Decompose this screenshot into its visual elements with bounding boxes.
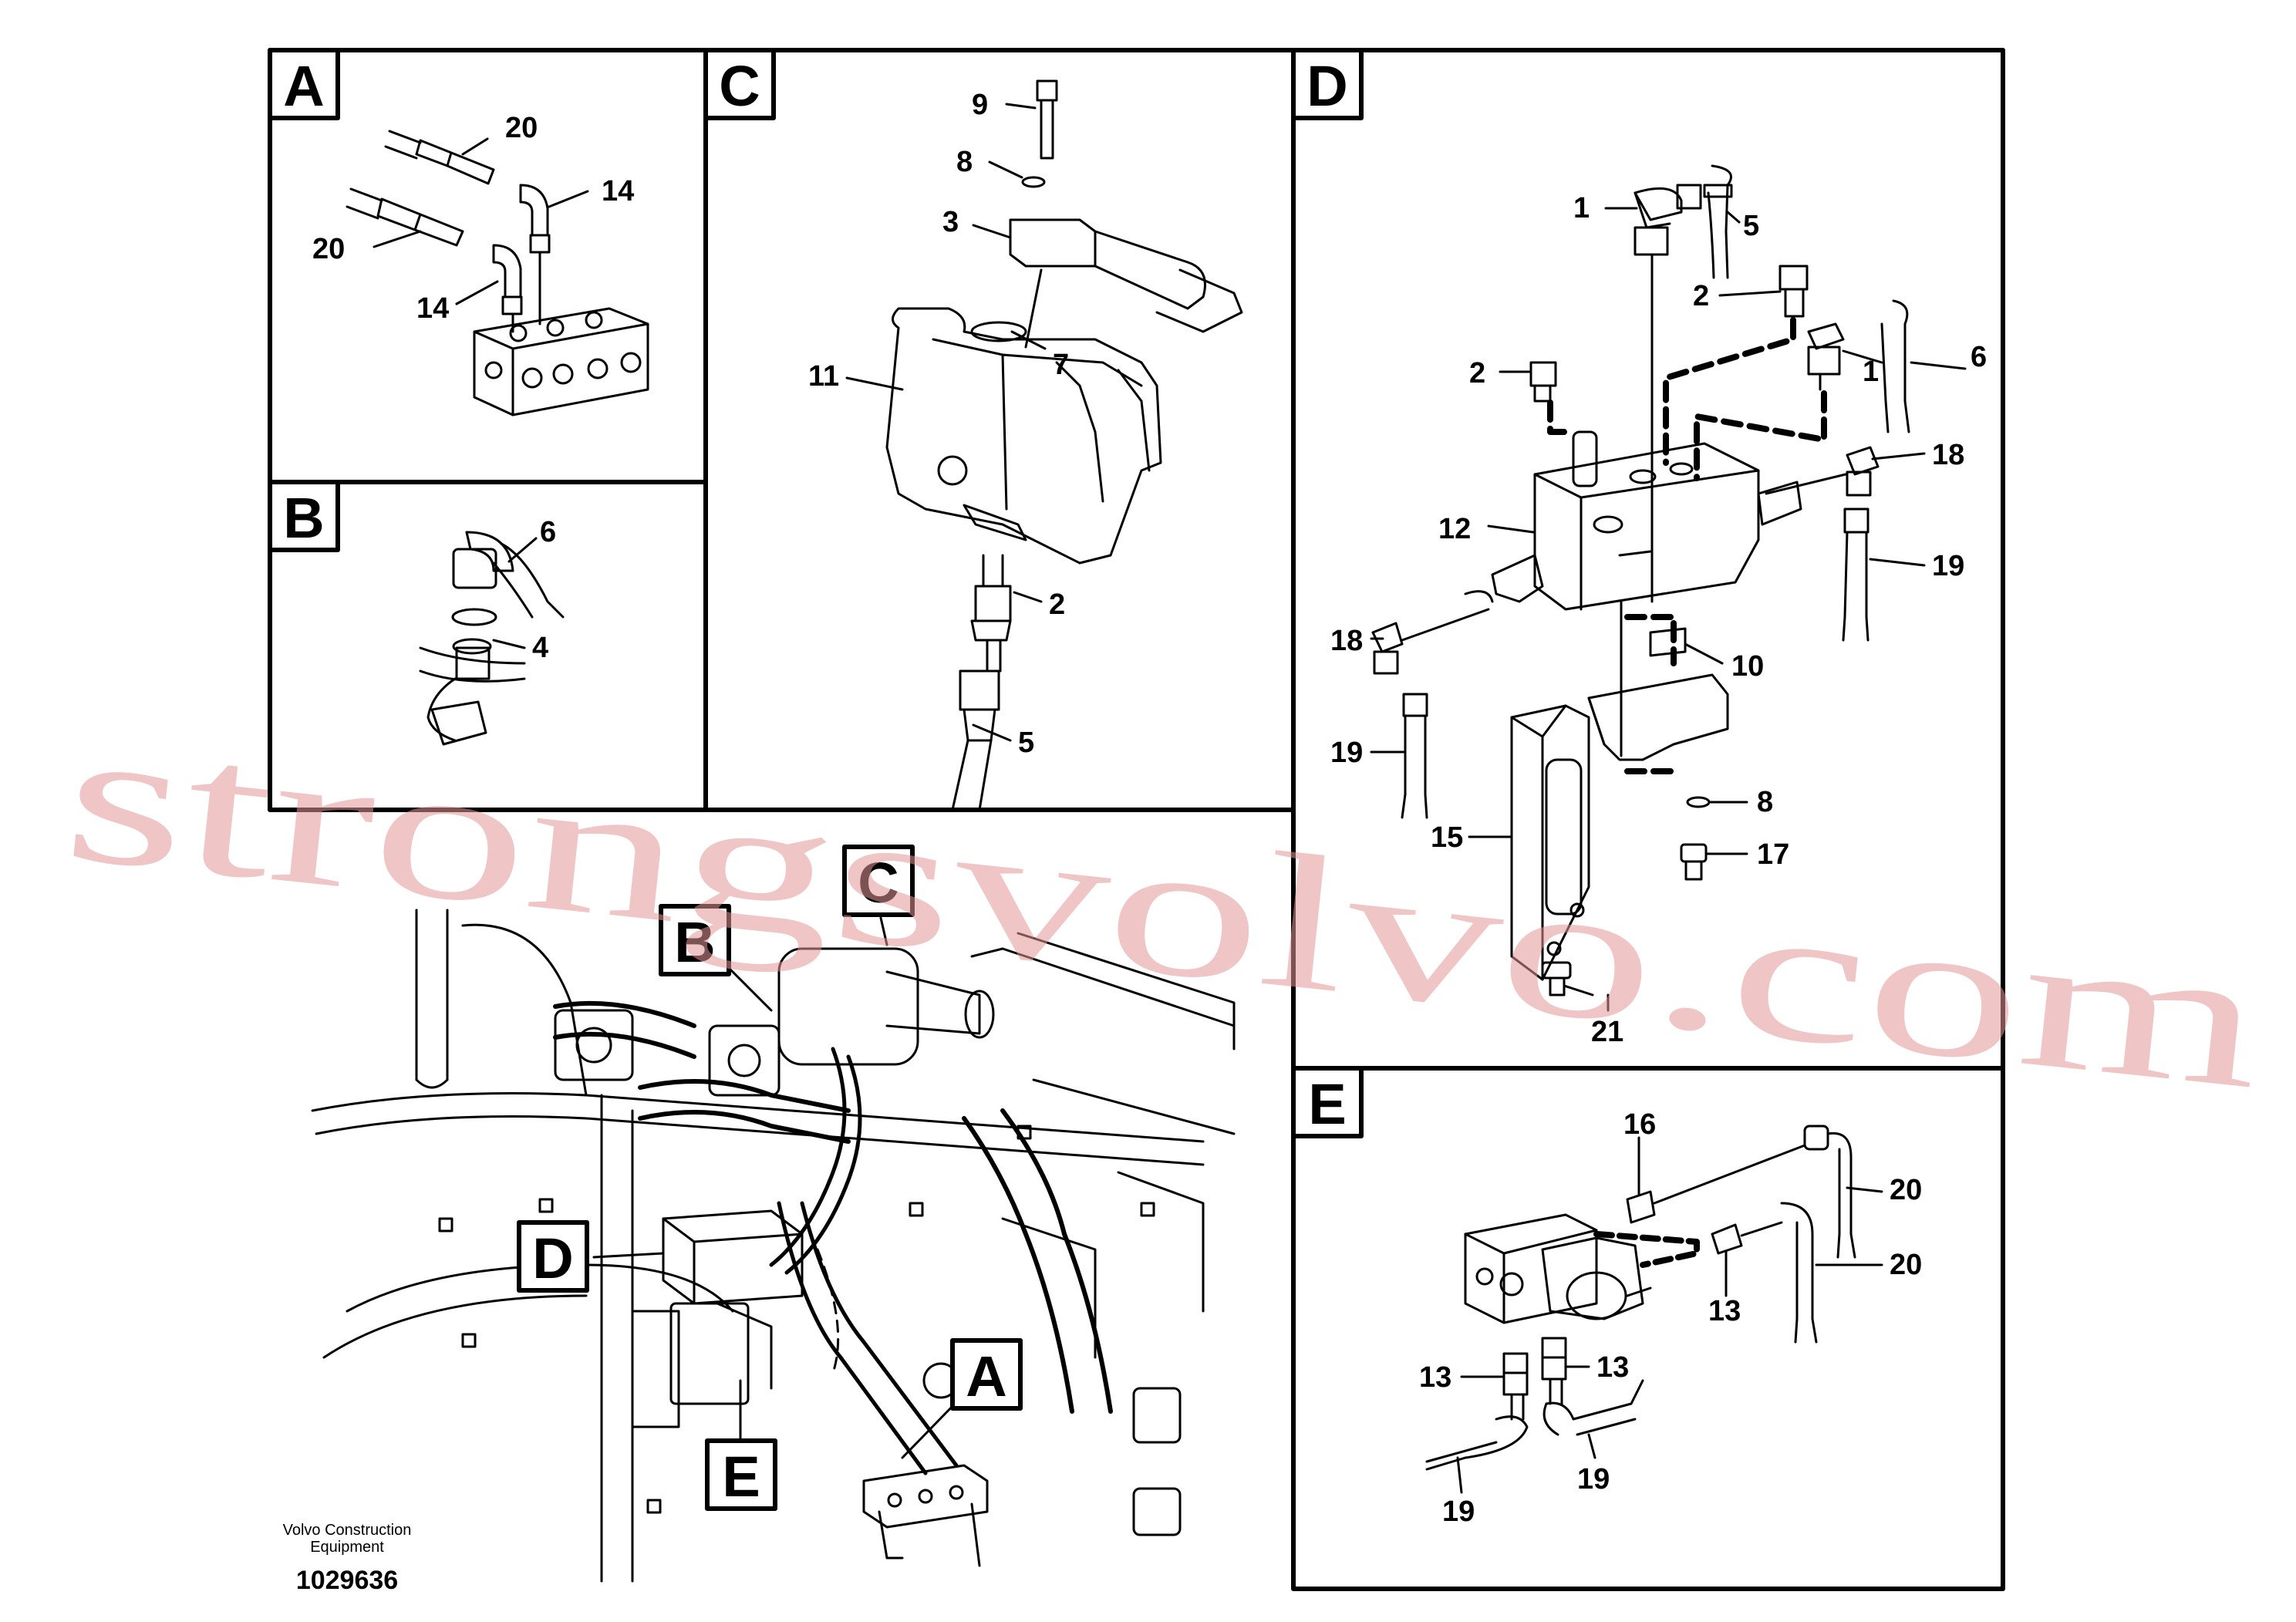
part-label: 19 [1577,1463,1610,1496]
panel-d-letter: D [1306,54,1347,118]
part-label: 19 [1932,550,1964,582]
part-label: 16 [1623,1108,1656,1141]
part-label: 21 [1591,1016,1623,1048]
part-label: 13 [1419,1361,1451,1394]
overview-callout-boxes [517,845,1023,1511]
panel-a-drawing [346,130,649,416]
panel-d-labels: 1 5 2 2 1 6 18 12 19 18 10 19 8 15 17 21 [1330,192,1987,1048]
panel-c-labels: 9 8 3 11 7 2 5 [808,89,1069,759]
panel-e-leaders [1456,1136,1883,1494]
overview-leaders [592,916,958,1459]
part-label: 20 [312,233,345,265]
part-label: 20 [1890,1174,1922,1206]
part-label: 14 [416,292,449,325]
part-label: 6 [1971,341,1987,373]
panel-b-labels: 6 4 [532,516,556,664]
panel-c-leaders [845,103,1047,742]
brand-line-1: Volvo Construction [283,1522,412,1539]
panel-c-drawing [885,79,1243,811]
panel-a-leaders [373,137,589,333]
part-label: 17 [1757,838,1789,871]
panel-d-drawing [1371,164,1910,996]
overview-callout-b: B [674,910,715,974]
panel-letter-boxes [268,48,1364,1138]
part-label: 10 [1731,650,1764,683]
overview-callout-c: C [858,851,899,915]
part-label: 1 [1863,356,1879,388]
panel-a-letter: A [283,54,324,118]
part-label: 2 [1049,588,1065,621]
panel-a-labels: 20 14 20 14 [312,112,634,325]
part-label: 11 [808,360,839,393]
panel-b-drawing [419,531,565,746]
part-label: 5 [1743,210,1759,242]
brand-line-2: Equipment [310,1539,384,1556]
overview-callout-e: E [722,1445,760,1509]
part-label: 15 [1431,821,1463,854]
figure-number: 1029636 [296,1566,398,1595]
part-label: 8 [956,146,973,178]
part-label: 4 [532,632,548,664]
part-label: 9 [972,89,988,121]
part-label: 12 [1438,513,1471,545]
part-label: 18 [1330,625,1363,657]
panel-d-leaders [1370,207,1967,1012]
part-label: 13 [1708,1295,1741,1327]
part-label: 18 [1932,439,1964,471]
panel-e-labels: 16 20 20 13 13 13 19 19 [1419,1108,1922,1528]
machine-overview [311,909,1236,1583]
part-label: 19 [1330,737,1363,769]
part-label: 8 [1757,786,1773,818]
panel-e-letter: E [1308,1072,1346,1136]
part-label: 6 [540,516,556,548]
part-label: 13 [1596,1351,1629,1384]
panel-frames [268,48,2005,1591]
part-label: 20 [505,112,538,144]
panel-b-letter: B [283,486,324,550]
part-label: 19 [1442,1496,1475,1528]
panel-e-drawing [1425,1125,1856,1471]
panel-b-leaders [492,537,538,649]
part-label: 3 [942,206,959,238]
panel-e-frame [1291,1066,2005,1591]
part-label: 14 [602,175,634,207]
panel-c-letter: C [719,54,760,118]
part-label: 2 [1469,357,1485,389]
watermark: strongsvolvo.com [56,686,2272,1129]
part-label: 5 [1018,727,1034,759]
part-label: 1 [1573,192,1590,224]
part-label: 2 [1693,280,1709,312]
part-label: 7 [1053,349,1069,381]
overview-callout-a: A [966,1344,1006,1408]
overview-callout-d: D [532,1226,573,1290]
part-label: 20 [1890,1249,1922,1281]
